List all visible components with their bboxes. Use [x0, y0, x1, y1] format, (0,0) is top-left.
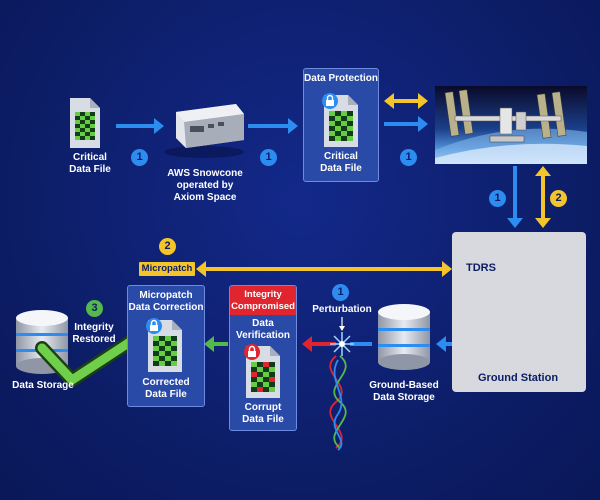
- data-verification-label: Data Verification: [236, 318, 290, 341]
- arrow-ground-to-storage: [436, 336, 452, 352]
- micropatch-correction-panel: Micropatch Data Correction Corrected Dat…: [127, 285, 205, 407]
- arrow-iss-ground-yellow: [535, 166, 551, 228]
- arrow-iss-to-ground-blue: [507, 166, 523, 228]
- arrow-protection-to-iss: [384, 116, 428, 132]
- step-badge-2: 2: [159, 238, 176, 255]
- perturbation-label: Perturbation: [312, 304, 372, 315]
- critical-file-label: Critical Data File: [69, 152, 111, 175]
- integrity-restored-label: Integrity Restored: [72, 322, 116, 345]
- step-badge-1: 1: [260, 149, 277, 166]
- signal-wave-icon: [329, 355, 347, 451]
- protected-file-label: Critical Data File: [320, 151, 362, 174]
- arrow-storage-to-perturbation: [350, 342, 372, 346]
- ground-station-label: Ground Station: [478, 372, 559, 384]
- arrow-micropatch-link: [196, 261, 452, 277]
- data-verification-panel: Integrity Compromised Data Verification …: [229, 285, 297, 431]
- arrow-iss-protection-bidirectional: [384, 93, 428, 109]
- tdrs-label: TDRS: [466, 262, 496, 274]
- corrected-file-label: Corrected Data File: [142, 377, 190, 400]
- corrupt-file-label: Corrupt Data File: [242, 402, 284, 425]
- data-storage-label: Data Storage: [12, 380, 74, 391]
- data-protection-title: Data Protection: [304, 73, 378, 84]
- ground-station-panel: [452, 232, 586, 392]
- arrow-file-to-snowcone: [116, 118, 164, 134]
- micropatch-correction-title: Micropatch Data Correction: [128, 290, 204, 313]
- protected-file-icon: [322, 93, 358, 147]
- corrupt-file-icon: [244, 344, 280, 398]
- step-badge-2: 2: [550, 190, 567, 207]
- step-badge-3: 3: [86, 300, 103, 317]
- perturbation-burst-icon: [330, 332, 354, 356]
- snowcone-device-icon: [164, 104, 244, 158]
- ground-storage-disk-icon: [378, 304, 430, 370]
- data-protection-panel: Data Protection Critical Data File: [303, 68, 379, 182]
- perturbation-down-arrow-icon: [339, 317, 345, 331]
- arrow-verification-to-correction: [204, 336, 228, 352]
- checkmark-icon: [35, 327, 149, 387]
- ground-storage-label: Ground-Based Data Storage: [369, 380, 439, 403]
- iss-image: [435, 86, 587, 164]
- integrity-compromised-title: Integrity Compromised: [230, 286, 296, 315]
- snowcone-label: AWS Snowcone operated by Axiom Space: [167, 168, 243, 203]
- step-badge-1: 1: [131, 149, 148, 166]
- corrected-file-icon: [146, 318, 182, 372]
- step-badge-1: 1: [332, 284, 349, 301]
- step-badge-1: 1: [489, 190, 506, 207]
- micropatch-tag: Micropatch: [139, 262, 195, 276]
- arrow-perturbation-to-verification: [302, 336, 336, 352]
- critical-file-icon: [70, 98, 100, 148]
- arrow-snowcone-to-protection: [248, 118, 298, 134]
- step-badge-1: 1: [400, 149, 417, 166]
